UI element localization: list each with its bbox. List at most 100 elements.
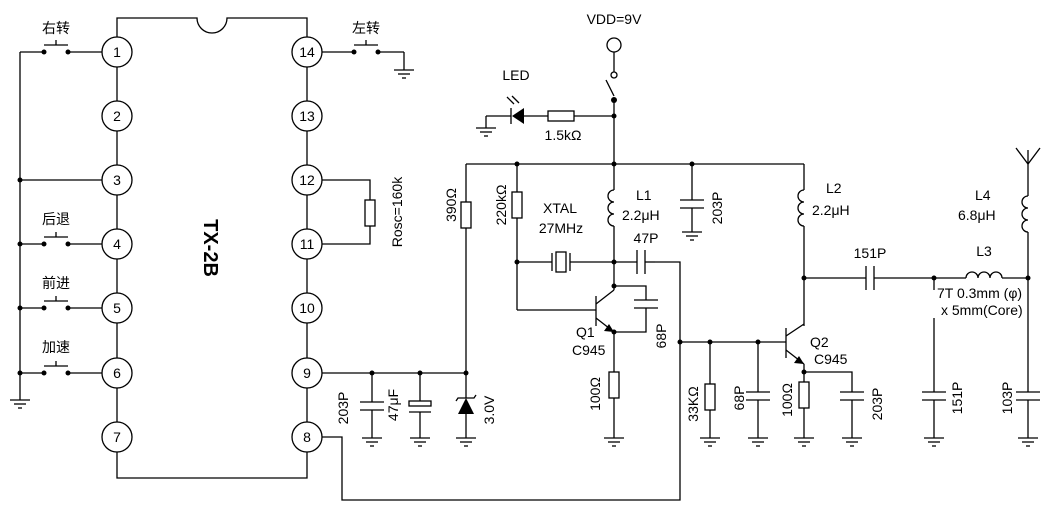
- label-c103: 103P: [999, 382, 1015, 415]
- label-l1-val: 2.2μH: [622, 207, 660, 223]
- ic-pins-left: 1 2 3 4 5 6 7: [101, 36, 133, 453]
- svg-text:1: 1: [113, 44, 121, 60]
- ic-label: TX-2B: [199, 219, 221, 277]
- label-r-led: 1.5kΩ: [545, 127, 582, 143]
- svg-text:8: 8: [303, 429, 311, 445]
- resistor-rosc: Rosc=160k: [322, 176, 405, 247]
- label-r33k: 33KΩ: [685, 386, 701, 421]
- label-led: LED: [502, 67, 529, 83]
- label-xtal-freq: 27MHz: [539, 220, 583, 236]
- label-rosc: Rosc=160k: [389, 176, 405, 247]
- label-l2-val: 2.2μH: [812, 202, 850, 218]
- label-q2: Q2: [810, 334, 829, 350]
- label-c47uf: 47μF: [385, 389, 401, 421]
- resistor-100-q1: 100Ω: [587, 371, 625, 447]
- label-r390: 390Ω: [443, 188, 459, 222]
- capacitor-151p-series: 151P: [804, 245, 966, 290]
- led-branch: LED 1.5kΩ: [475, 67, 614, 143]
- switch-reverse: 后退: [20, 211, 102, 247]
- resistor-220k: 220kΩ: [493, 164, 596, 311]
- svg-text:13: 13: [299, 108, 315, 124]
- label-c47: 47P: [634, 230, 659, 246]
- pin-5: 5: [101, 292, 133, 324]
- pin-13: 13: [291, 100, 323, 132]
- svg-text:6: 6: [113, 365, 121, 381]
- pin-2: 2: [101, 100, 133, 132]
- q2-base-net: 33KΩ 68P: [677, 339, 786, 447]
- svg-text:9: 9: [303, 365, 311, 381]
- label-r220k: 220kΩ: [493, 185, 509, 226]
- capacitor-68p-q1: 68P: [614, 285, 669, 349]
- label-c151-gnd: 151P: [949, 382, 965, 415]
- label-q1-type: C945: [572, 342, 606, 358]
- ic-tx2b: TX-2B: [116, 17, 308, 479]
- capacitor-151p-gnd: 151P: [922, 278, 965, 447]
- label-c68-q1: 68P: [653, 324, 669, 349]
- label-xtal: XTAL: [543, 200, 577, 216]
- pin-14: 14: [291, 36, 323, 68]
- antenna-branch: L4 6.8μH 103P: [958, 147, 1041, 447]
- label-q1: Q1: [576, 324, 595, 340]
- label-l3-spec2: x 5mm(Core): [941, 302, 1023, 318]
- label-c203-pin9: 203P: [335, 392, 351, 425]
- label-r100-q1: 100Ω: [587, 377, 603, 411]
- label-r100-q2: 100Ω: [779, 383, 795, 417]
- switch-accelerate: 加速: [20, 339, 102, 376]
- label-accelerate: 加速: [42, 339, 70, 355]
- pin-4: 4: [101, 228, 133, 260]
- svg-text:11: 11: [300, 236, 315, 252]
- label-turn-right: 右转: [42, 20, 70, 36]
- label-l3-spec1: 7T 0.3mm (φ): [937, 285, 1022, 301]
- label-c151: 151P: [854, 245, 887, 261]
- pin-1: 1: [101, 36, 133, 68]
- svg-text:5: 5: [113, 300, 121, 316]
- capacitor-203p-top: 203P: [680, 164, 725, 241]
- label-l3: L3: [976, 243, 992, 259]
- inductor-l2: L2 2.2μH: [797, 164, 850, 326]
- pin-10: 10: [291, 292, 323, 324]
- inductor-l3: L3 7T 0.3mm (φ) x 5mm(Core): [937, 243, 1031, 318]
- capacitor-47p: 47P: [634, 230, 659, 274]
- svg-text:10: 10: [299, 300, 315, 316]
- inductor-l1: L1 2.2μH: [607, 164, 660, 282]
- svg-text:2: 2: [113, 108, 121, 124]
- label-l1: L1: [636, 187, 652, 203]
- svg-text:7: 7: [113, 429, 121, 445]
- label-l2: L2: [826, 180, 842, 196]
- crystal-xtal: XTAL 27MHz: [517, 200, 637, 273]
- pin-3: 3: [101, 164, 133, 196]
- svg-text:4: 4: [113, 236, 121, 252]
- switch-turn-right: 右转: [20, 20, 102, 55]
- pin-6: 6: [101, 357, 133, 389]
- resistor-390: 390Ω: [443, 164, 472, 373]
- label-forward: 前进: [42, 275, 70, 291]
- label-zener: 3.0V: [481, 395, 497, 424]
- pin-11: 11: [291, 228, 323, 260]
- vdd-source: VDD=9V: [587, 11, 643, 164]
- label-l4-val: 6.8μH: [958, 207, 996, 223]
- transistor-q2: Q2 C945: [785, 323, 848, 382]
- svg-text:3: 3: [113, 172, 121, 188]
- label-c203-top: 203P: [709, 192, 725, 225]
- switch-turn-left: 左转: [322, 20, 415, 79]
- svg-text:14: 14: [299, 44, 315, 60]
- resistor-100-q2: 100Ω: [779, 381, 815, 447]
- ic-pins-right: 14 13 12 11 10 9 8: [291, 36, 323, 453]
- label-turn-left: 左转: [352, 20, 380, 36]
- pin-12: 12: [291, 164, 323, 196]
- left-switch-bus: 右转 后退 前进 加速: [9, 20, 102, 409]
- pin-7: 7: [101, 421, 133, 453]
- label-vdd: VDD=9V: [587, 11, 643, 27]
- label-reverse: 后退: [42, 211, 70, 227]
- label-q2-type: C945: [814, 351, 848, 367]
- label-l4: L4: [975, 187, 991, 203]
- pin8-wire: [322, 261, 681, 501]
- pin9-net: 203P 47μF 3.0V: [322, 370, 497, 447]
- switch-forward: 前进: [20, 275, 102, 311]
- capacitor-203p-q2: 203P: [804, 371, 885, 447]
- label-c68-b: 68P: [731, 386, 747, 411]
- pin-9: 9: [291, 357, 323, 389]
- transistor-q1: Q1 C945: [572, 282, 617, 372]
- label-c203-q2: 203P: [869, 388, 885, 421]
